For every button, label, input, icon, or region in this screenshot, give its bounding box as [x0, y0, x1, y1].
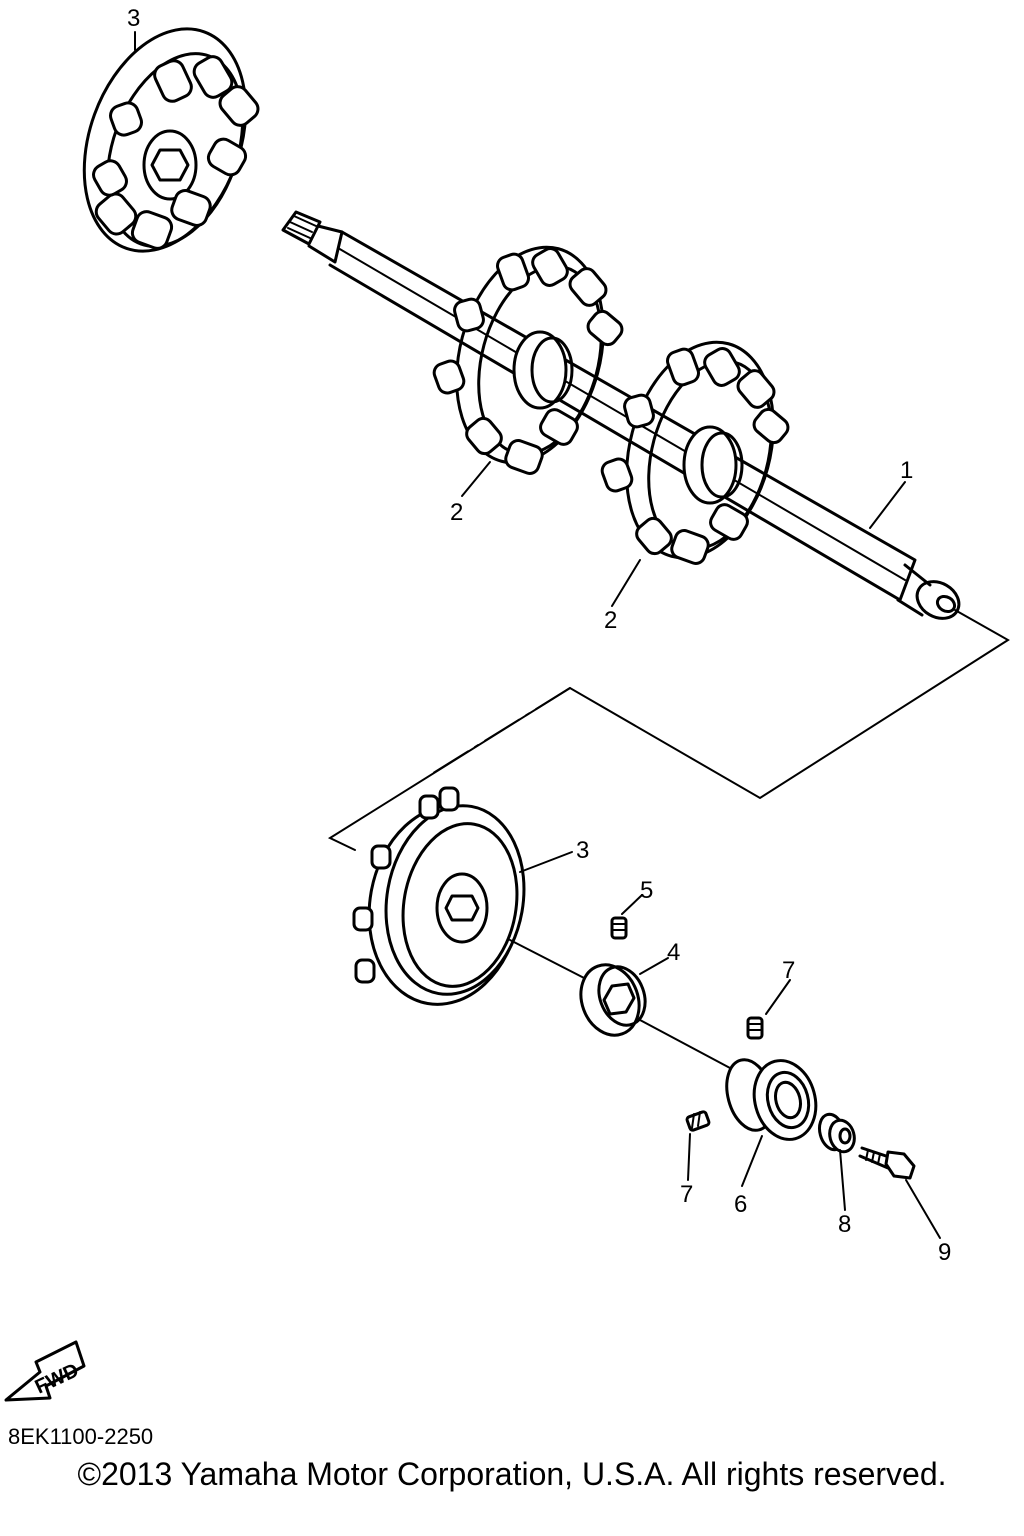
callout-numbers: 3 1 2 2 3 5 4 7 7 6 8 9	[127, 5, 951, 1266]
callout-7-top: 7	[782, 957, 795, 984]
callout-2-first: 2	[450, 499, 463, 526]
bolt-part-9	[858, 1146, 916, 1180]
callout-3-top: 3	[127, 5, 140, 32]
leader-lines	[134, 31, 941, 1239]
set-screw-part-7-bottom	[685, 1110, 711, 1132]
forward-arrow-icon: FWD	[4, 1340, 86, 1402]
callout-3-bottom: 3	[576, 837, 589, 864]
diagram-code: 8EK1100-2250	[8, 1424, 154, 1449]
callout-6: 6	[734, 1191, 747, 1218]
callout-8: 8	[838, 1211, 851, 1238]
callout-4: 4	[667, 939, 680, 966]
washer-part-8	[818, 1112, 856, 1154]
copyright-notice: ©2013 Yamaha Motor Corporation, U.S.A. A…	[77, 1456, 947, 1492]
drive-shaft-part-1	[281, 210, 961, 620]
drive-sprocket-part-2-first	[432, 245, 624, 475]
idler-wheel-part-3-bottom	[352, 786, 589, 1006]
callout-9: 9	[938, 1239, 951, 1266]
assembly-outline	[327, 609, 1010, 851]
callout-5: 5	[640, 877, 653, 904]
set-screw-part-7-top	[746, 1016, 764, 1040]
set-screw-part-5	[610, 916, 628, 940]
callout-1: 1	[900, 457, 913, 484]
sprocket-wheel-part-3-top	[82, 27, 260, 253]
bearing-part-6	[725, 1058, 818, 1141]
collar-part-4	[579, 963, 731, 1069]
drive-sprocket-part-2-second	[600, 340, 790, 565]
callout-7-bottom: 7	[680, 1181, 693, 1208]
callout-2-second: 2	[604, 607, 617, 634]
